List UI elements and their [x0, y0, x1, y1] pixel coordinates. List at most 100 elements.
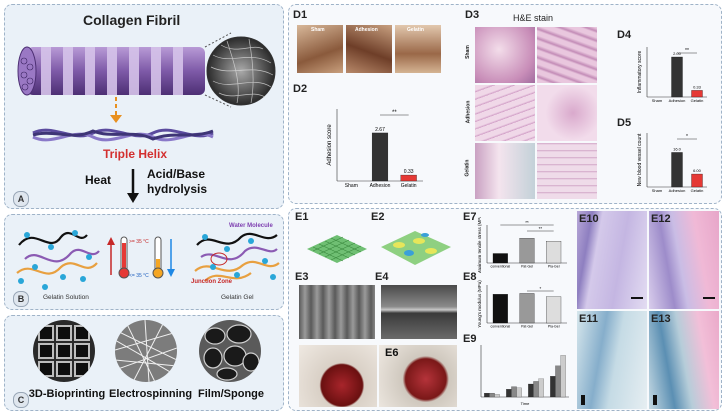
hydrolysis-label-line1: Acid/Base [147, 167, 206, 181]
significance-marker: * [539, 286, 541, 291]
significance-marker: ** [392, 110, 397, 116]
e10-label: E10 [579, 213, 599, 225]
e11-scale-bar [581, 395, 585, 405]
data-label: 2.00 [673, 51, 682, 56]
bar [538, 378, 544, 398]
bar-gelatin [400, 174, 417, 182]
heat-label: Heat [85, 173, 112, 187]
bar [533, 381, 539, 398]
d1-gelatin-label: Gelatin [407, 27, 424, 33]
e12-label: E12 [651, 213, 671, 225]
d1-adhesion-photo [346, 25, 392, 73]
bar-conventional [492, 294, 508, 324]
d1-sham-label: Sham [311, 27, 325, 33]
d3-row-adhesion: Adhesion [465, 100, 472, 124]
e6-label-overlay: E6 [385, 347, 399, 359]
bar-pat-gel [519, 293, 535, 324]
e10-scale-bar [631, 297, 643, 299]
bar [560, 355, 566, 398]
bar [489, 392, 495, 398]
e12-scale-bar [703, 297, 715, 299]
bar [511, 386, 517, 398]
d5-label: D5 [617, 117, 632, 129]
junction-zone-label: Junction Zone [191, 279, 232, 285]
data-label: 6.00 [693, 168, 702, 173]
bar [506, 389, 512, 398]
e7-label: E7 [463, 211, 477, 223]
significance-marker: ** [525, 220, 529, 225]
hydrolysis-label-line2: hydrolysis [147, 182, 208, 196]
tick-label: Sham [345, 183, 358, 189]
tick-label: Pla-Gel [548, 265, 560, 269]
y-axis-label: Inflammatory score [637, 51, 643, 94]
tick-label: Adhesion [669, 188, 686, 193]
e7-tensile-stress-chart: Maximum tensile stress (MPa) conventional… [477, 217, 567, 273]
d1-sham-photo [297, 25, 343, 73]
e9-label: E9 [463, 333, 477, 345]
data-label: 16.0 [673, 146, 682, 151]
d3-row-sham: Sham [464, 45, 471, 59]
tick-label: Pat-Gel [521, 325, 533, 329]
bar [555, 365, 561, 398]
d3-label: D3 [465, 9, 480, 21]
film-sponge-label: Film/Sponge [198, 388, 264, 400]
e3-sem-image [299, 285, 375, 339]
bar-gelatin [691, 90, 703, 98]
d1-label: D1 [293, 9, 308, 21]
d1-adhesion-label: Adhesion [355, 27, 378, 33]
triple-helix-strands [32, 128, 214, 142]
tick-label: Sham [652, 98, 663, 103]
d3-title: H&E stain [513, 13, 554, 23]
e13-scale-bar [653, 395, 657, 405]
data-label: 2.67 [375, 127, 385, 133]
temp-low-label: <= 35 °C [129, 273, 149, 279]
bar [516, 387, 522, 398]
film-sponge-sem-image [199, 320, 261, 382]
panel-b-badge: B [13, 291, 29, 307]
y-axis-label: Adhesion score [327, 124, 333, 166]
y-axis-label: New blood vessel count [637, 133, 643, 186]
tick-label: Pat-Gel [521, 265, 533, 269]
temp-high-label: >= 35 °C [129, 239, 149, 245]
tick-label: conventional [491, 265, 511, 269]
bar-pla-gel [546, 240, 562, 264]
panel-b: >= 35 °C <= 35 °C Water Molecule Junctio… [4, 214, 284, 310]
bar [484, 392, 490, 398]
x-axis-label: Time [521, 401, 531, 406]
bar-adhesion [671, 152, 683, 188]
e12-histology [649, 211, 719, 309]
panel-a: Collagen Fibril [4, 4, 284, 209]
collagen-fibril-title: Collagen Fibril [83, 12, 181, 28]
gelatin-gel-label: Gelatin Gel [221, 294, 254, 301]
bar [528, 383, 534, 398]
triple-helix-label: Triple Helix [103, 147, 168, 161]
d2-label: D2 [293, 83, 308, 95]
bar [550, 376, 556, 398]
d3-he-images [475, 27, 599, 199]
e10-histology [577, 211, 647, 309]
bar-pla-gel [546, 296, 562, 324]
y-axis-label: Maximum tensile stress (MPa) [477, 217, 482, 273]
collagen-fibril-illustration [17, 32, 276, 203]
bar-adhesion [371, 132, 389, 182]
e9-time-series-chart: Time [480, 345, 569, 406]
e4-sem-image [381, 285, 457, 339]
electrospinning-sem-image [115, 320, 177, 382]
panel-e: E1 E2 E3 E4 E5 E6 E6 E7 Maximum tensile … [288, 208, 722, 411]
data-label: 0.33 [404, 169, 414, 175]
tick-label: Adhesion [669, 98, 686, 103]
tick-label: Sham [652, 188, 663, 193]
bar-pat-gel [519, 238, 535, 264]
significance-marker: * [686, 134, 688, 140]
e13-label: E13 [651, 313, 671, 325]
e6-photo [379, 345, 457, 407]
panel-a-badge: A [13, 191, 29, 207]
e11-histology [577, 311, 647, 409]
gelatin-solution-label: Gelatin Solution [43, 294, 89, 301]
tick-label: Adhesion [370, 183, 391, 189]
bioprinting-sem-image [33, 320, 95, 382]
significance-marker: ** [685, 48, 689, 54]
